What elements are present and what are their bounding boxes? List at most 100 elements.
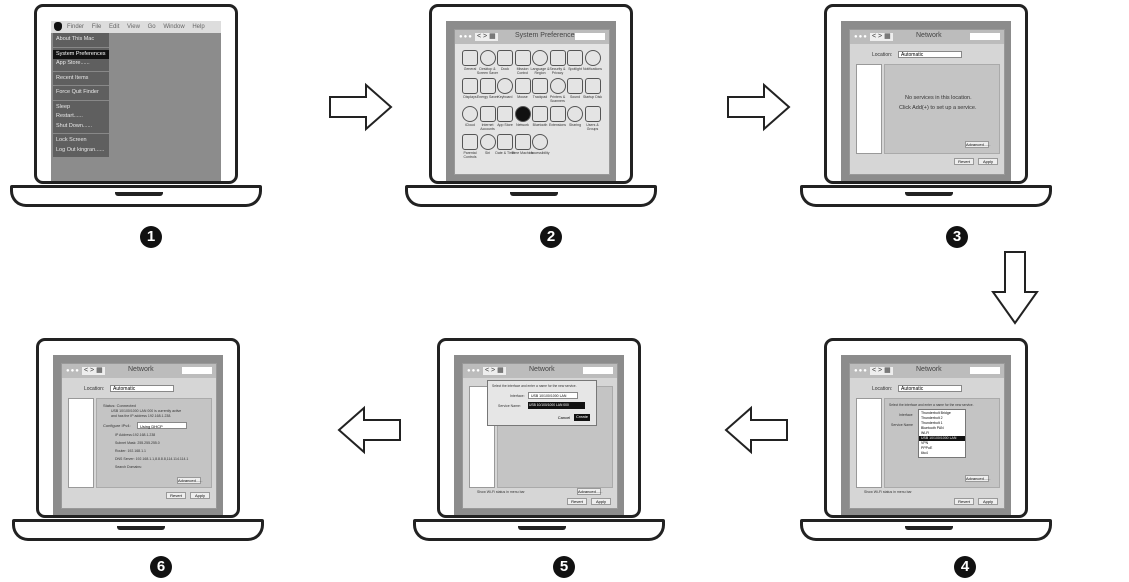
service-name-field[interactable]: USB 10/100/1000 LAN 000 — [528, 402, 585, 409]
menu-item-restart[interactable]: Restart...... — [56, 113, 83, 119]
mission-control-icon[interactable] — [514, 50, 531, 66]
users-groups-icon[interactable] — [584, 106, 601, 122]
time-machine-icon[interactable] — [514, 134, 531, 150]
extensions-icon[interactable] — [549, 106, 566, 122]
menu-item-recent[interactable]: Recent Items — [56, 74, 89, 81]
desktop-screen-saver-icon[interactable] — [479, 50, 496, 66]
pref-label: Extensions — [548, 123, 567, 127]
search-field[interactable] — [970, 33, 1000, 40]
window-controls-icon[interactable]: ●●● — [66, 368, 80, 374]
mouse-icon[interactable] — [514, 78, 531, 94]
menu-item-lock-screen[interactable]: Lock Screen — [56, 137, 87, 143]
interface-option[interactable]: Thunderbolt Bridge — [921, 411, 951, 415]
search-field[interactable] — [583, 367, 613, 374]
menu-finder[interactable]: Finder — [67, 24, 85, 30]
service-list[interactable] — [469, 386, 495, 488]
interface-option[interactable]: 6to4 — [921, 451, 928, 455]
menu-item-system-preferences[interactable]: System Preferences — [53, 49, 109, 59]
apply-button[interactable]: Apply — [190, 492, 210, 499]
startup-disk-icon[interactable] — [584, 78, 601, 94]
interface-option[interactable]: USB 10/100/1000 LAN — [919, 436, 965, 441]
advanced-button[interactable]: Advanced...... — [965, 141, 991, 148]
location-select[interactable]: Automatic — [898, 385, 962, 392]
menu-item-force-quit[interactable]: Force Quit Finder — [56, 89, 99, 95]
interface-select[interactable]: USB 10/100/1000 LAN — [528, 392, 578, 399]
app-store-icon[interactable] — [497, 106, 513, 122]
menu-file[interactable]: File — [91, 24, 102, 30]
configure-ipv4-select[interactable]: Using DHCP — [137, 422, 187, 429]
nav-buttons[interactable]: < > ▦ — [870, 367, 893, 375]
interface-option[interactable]: PPPoE — [921, 446, 933, 450]
advanced-button[interactable]: Advanced...... — [177, 477, 203, 484]
advanced-button[interactable]: Advanced...... — [965, 475, 991, 482]
show-wifi-checkbox[interactable]: Show Wi-Fi status in menu bar — [477, 490, 525, 494]
apple-icon[interactable] — [54, 22, 62, 31]
icloud-icon[interactable] — [462, 106, 478, 122]
menu-help[interactable]: Help — [192, 24, 205, 30]
service-list[interactable] — [856, 64, 882, 154]
revert-button[interactable]: Revert — [954, 498, 974, 505]
parental-controls-icon[interactable] — [462, 134, 478, 150]
menu-item-log-out[interactable]: Log Out kingran...... — [56, 146, 105, 153]
printers-scanners-icon[interactable] — [549, 78, 566, 94]
security-privacy-icon[interactable] — [549, 50, 566, 66]
dock-icon[interactable] — [497, 50, 513, 66]
sharing-icon[interactable] — [567, 106, 583, 122]
notifications-icon[interactable] — [584, 50, 601, 66]
general-icon[interactable] — [462, 50, 478, 66]
spotlight-icon[interactable] — [567, 50, 583, 66]
apply-button[interactable]: Apply — [978, 158, 998, 165]
advanced-button[interactable]: Advanced...... — [577, 488, 603, 495]
dialog-prompt: Select the interface and enter a name fo… — [889, 403, 974, 407]
service-list[interactable] — [856, 398, 882, 488]
menu-view[interactable]: View — [127, 24, 140, 30]
interface-option[interactable]: Wi-Fi — [921, 431, 930, 435]
menu-item-app-store[interactable]: App Store...... — [56, 60, 90, 66]
interface-option[interactable]: VPN — [921, 441, 929, 445]
displays-icon[interactable] — [462, 78, 478, 94]
cancel-button[interactable]: Cancel — [557, 415, 571, 420]
accessibility-icon[interactable] — [532, 134, 548, 150]
create-button[interactable]: Create — [574, 414, 590, 421]
menu-item-shut-down[interactable]: Shut Down...... — [56, 122, 93, 129]
energy-saver-icon[interactable] — [479, 78, 496, 94]
date-time-icon[interactable] — [497, 134, 513, 150]
interface-option[interactable]: Thunderbolt 1 — [921, 421, 943, 425]
nav-buttons[interactable]: < > ▦ — [82, 367, 105, 375]
search-field[interactable] — [575, 33, 605, 40]
internet-accounts-icon[interactable] — [479, 106, 496, 122]
language-region-icon[interactable] — [532, 50, 548, 66]
network-icon[interactable] — [514, 106, 531, 122]
window-controls-icon[interactable]: ●●● — [854, 368, 868, 374]
window-controls-icon[interactable]: ●●● — [467, 368, 481, 374]
interface-option[interactable]: Thunderbolt 2 — [921, 416, 943, 420]
menu-item-sleep[interactable]: Sleep — [56, 103, 71, 110]
service-list[interactable] — [68, 398, 94, 488]
keyboard-icon[interactable] — [497, 78, 513, 94]
menu-go[interactable]: Go — [147, 24, 156, 30]
revert-button[interactable]: Revert — [954, 158, 974, 165]
nav-buttons[interactable]: < > ▦ — [475, 33, 498, 41]
location-select[interactable]: Automatic — [898, 51, 962, 58]
location-select[interactable]: Automatic — [110, 385, 174, 392]
sound-icon[interactable] — [567, 78, 583, 94]
revert-button[interactable]: Revert — [166, 492, 186, 499]
window-controls-icon[interactable]: ●●● — [854, 34, 868, 40]
bluetooth-icon[interactable] — [532, 106, 548, 122]
nav-buttons[interactable]: < > ▦ — [870, 33, 893, 41]
interface-option[interactable]: Bluetooth PAN — [921, 426, 944, 430]
trackpad-icon[interactable] — [532, 78, 548, 94]
menu-edit[interactable]: Edit — [109, 24, 120, 30]
apply-button[interactable]: Apply — [591, 498, 611, 505]
revert-button[interactable]: Revert — [567, 498, 587, 505]
menu-window[interactable]: Window — [163, 24, 185, 30]
menu-item-about[interactable]: About This Mac — [56, 36, 95, 42]
nav-buttons[interactable]: < > ▦ — [483, 367, 506, 375]
search-field[interactable] — [970, 367, 1000, 374]
search-field[interactable] — [182, 367, 212, 374]
window-controls-icon[interactable]: ●●● — [459, 34, 473, 40]
apply-button[interactable]: Apply — [978, 498, 998, 505]
siri-icon[interactable] — [479, 134, 496, 150]
show-wifi-checkbox[interactable]: Show Wi-Fi status in menu bar — [864, 490, 912, 494]
